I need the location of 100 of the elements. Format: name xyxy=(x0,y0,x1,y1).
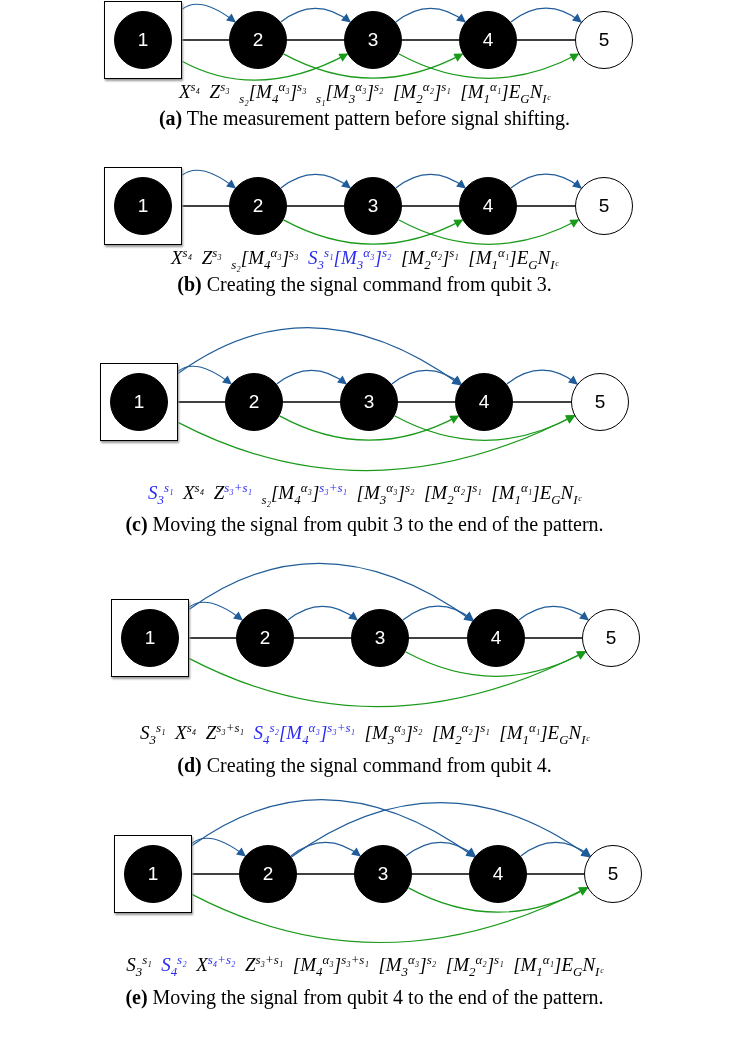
qubit-circle: 3 xyxy=(351,609,409,667)
formula: Z$^{s₃+s₁}$ xyxy=(244,954,284,976)
arrow xyxy=(407,887,589,913)
arrow xyxy=(510,173,582,189)
arrow xyxy=(393,415,576,441)
formula: [M$_{2}$$^{α₂}$]$^{s₁}$ xyxy=(431,722,490,744)
arrow xyxy=(276,369,347,385)
arrow xyxy=(181,53,349,81)
arrow xyxy=(191,799,476,858)
formula: [M$_{3}$$^{α₃}$]$^{s₂}$ xyxy=(364,722,423,744)
arrow xyxy=(278,415,460,441)
qubit-circle: 2 xyxy=(225,373,283,431)
arrow xyxy=(391,369,462,385)
arrow xyxy=(177,414,576,472)
connector-line xyxy=(401,39,460,41)
arrow xyxy=(280,173,351,189)
formula: Z$^{s₃}$ xyxy=(201,247,222,269)
input-box xyxy=(111,599,189,677)
formula: X$^{s₄}$ xyxy=(175,722,197,744)
qubit-circle: 5 xyxy=(575,11,633,69)
qubit-circle: 5 xyxy=(584,845,642,903)
qubit-circle: 2 xyxy=(229,11,287,69)
qubit-circle: 3 xyxy=(344,11,402,69)
figure-caption: (a) The measurement pattern before signal shifting. xyxy=(158,107,571,129)
connector-line xyxy=(516,205,576,207)
qubit-circle: 5 xyxy=(571,373,629,431)
connector-line xyxy=(397,401,456,403)
formula: [M$_{2}$$^{α₂}$]$^{s₁}$ xyxy=(423,482,482,504)
connector-line xyxy=(408,637,468,639)
qubit-circle: 1 xyxy=(114,11,172,69)
arrow xyxy=(518,605,589,621)
connector-line xyxy=(181,205,230,207)
qubit-circle: 2 xyxy=(239,845,297,903)
formula: [M$_{1}$$^{α₁}$]E$_{G}$N$_{Iᶜ}$ xyxy=(468,247,558,269)
connector-line xyxy=(181,39,230,41)
connector-line xyxy=(401,205,460,207)
arrow xyxy=(191,837,246,857)
arrow xyxy=(191,886,589,944)
formula: [M$_{2}$$^{α₂}$]$^{s₁}$ xyxy=(392,81,451,103)
arrow xyxy=(282,219,464,245)
qubit-circle: 3 xyxy=(344,177,402,235)
connector-line xyxy=(282,401,341,403)
connector-line xyxy=(411,873,470,875)
arrow xyxy=(402,605,474,621)
input-box xyxy=(104,167,182,245)
input-box xyxy=(104,1,182,79)
arrow xyxy=(405,841,476,857)
connector-line xyxy=(524,637,583,639)
arrow xyxy=(290,841,361,857)
arrow xyxy=(404,651,587,677)
connector-line xyxy=(516,39,576,41)
arrow xyxy=(290,802,591,858)
arrow xyxy=(282,53,464,79)
formula: [M$_{1}$$^{α₁}$]E$_{G}$N$_{Iᶜ}$ xyxy=(513,954,603,976)
qubit-circle: 2 xyxy=(229,177,287,235)
arrow xyxy=(188,650,587,708)
formula: [M$_{2}$$^{α₂}$]$^{s₁}$ xyxy=(400,247,459,269)
arrow xyxy=(397,219,580,245)
input-box xyxy=(114,835,192,913)
formula: [M$_{2}$$^{α₂}$]$^{s₁}$ xyxy=(445,954,504,976)
formula: [M$_{1}$$^{α₁}$]E$_{G}$N$_{Iᶜ}$ xyxy=(460,81,550,103)
arrow xyxy=(280,7,351,23)
formula: [M$_{3}$$^{α₃}$]$^{s₂}$ xyxy=(356,482,415,504)
formula: Z$^{s₃+s₁}$ xyxy=(205,722,244,744)
arrow xyxy=(397,53,580,79)
formula: S$_{3}$$^{s₁}$[M$_{3}$$^{α₃}$]$^{s₂}$ xyxy=(308,247,392,269)
arrow xyxy=(188,562,474,622)
qubit-circle: 4 xyxy=(469,845,527,903)
arrow xyxy=(177,327,462,386)
input-box xyxy=(100,363,178,441)
formula: Z$^{s₃+s₁}$ xyxy=(213,482,252,504)
arrow xyxy=(181,3,236,23)
arrow xyxy=(177,365,232,385)
qubit-circle: 3 xyxy=(354,845,412,903)
qubit-circle: 1 xyxy=(124,845,182,903)
connector-line xyxy=(177,401,226,403)
qubit-circle: 4 xyxy=(455,373,513,431)
connector-line xyxy=(296,873,355,875)
formula: S$_{4}$$^{s₂}$[M$_{4}$$^{α₃}$]$^{s₃+s₁}$ xyxy=(253,722,355,744)
qubit-circle: 4 xyxy=(467,609,525,667)
qubit-circle: 4 xyxy=(459,11,517,69)
qubit-circle: 2 xyxy=(236,609,294,667)
connector-line xyxy=(293,637,352,639)
arrow xyxy=(395,7,466,23)
arrow xyxy=(181,169,236,189)
arrow xyxy=(395,173,466,189)
figure-caption: (b) Creating the signal command from qubit 3. xyxy=(177,273,552,295)
formula: X$^{s₄}$ xyxy=(183,482,205,504)
arrow xyxy=(287,605,358,621)
qubit-circle: 5 xyxy=(582,609,640,667)
arrow xyxy=(510,7,582,23)
formula: X$^{s₄}$ xyxy=(171,247,193,269)
connector-line xyxy=(191,873,240,875)
connector-line xyxy=(526,873,585,875)
arrow xyxy=(188,601,243,621)
connector-line xyxy=(188,637,237,639)
qubit-circle: 1 xyxy=(121,609,179,667)
formula: X$^{s₄+s₂}$ xyxy=(196,954,236,976)
qubit-circle: 1 xyxy=(114,177,172,235)
connector-line xyxy=(512,401,572,403)
